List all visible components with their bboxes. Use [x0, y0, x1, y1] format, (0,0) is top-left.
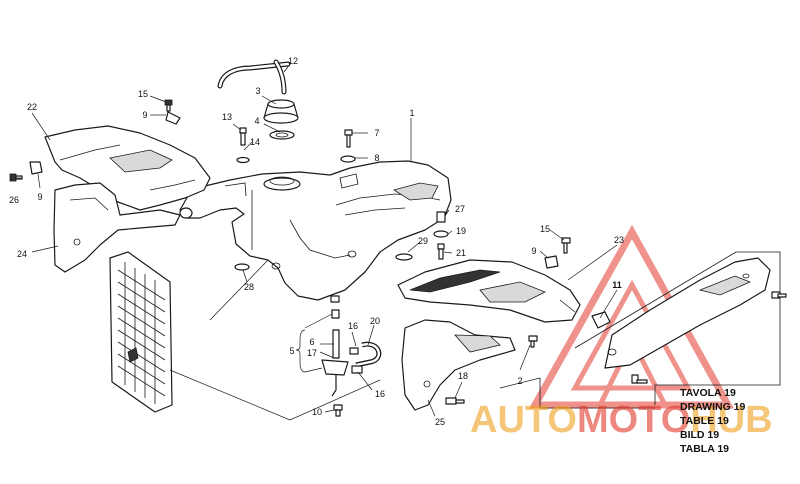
title-bild: BILD 19	[680, 429, 719, 441]
callout-1: 1	[409, 108, 414, 118]
callout-29: 29	[418, 236, 428, 246]
callout-18: 18	[458, 371, 468, 381]
callout-22: 22	[27, 102, 37, 112]
callout-9-b: 9	[37, 192, 42, 202]
callout-27: 27	[455, 204, 465, 214]
title-table: TABLE 19	[680, 415, 729, 427]
callout-15-b: 15	[540, 224, 550, 234]
watermark-part-2: MOTO	[577, 399, 690, 441]
right-shroud-lower	[401, 319, 516, 411]
watermark-part-3: HUB	[690, 399, 772, 441]
callout-14: 14	[250, 137, 260, 147]
svg-text:AUTOMOTOHUB: AUTOMOTOHUB	[470, 399, 773, 441]
callout-2: 2	[517, 376, 522, 386]
callout-9-a: 9	[142, 110, 147, 120]
callout-labels: 1 2 3 4 5 6 7 8 9 9 9 10 11 12 13 14 15 …	[9, 56, 624, 427]
watermark-text: AUTOMOTOHUB	[470, 399, 773, 441]
title-tavola: TAVOLA 19	[680, 387, 736, 399]
right-shroud-upper	[397, 259, 581, 323]
callout-21: 21	[456, 248, 466, 258]
breather-hose	[217, 59, 291, 95]
callout-3: 3	[255, 86, 260, 96]
left-shroud-lower	[53, 182, 181, 273]
bolts-and-washers	[9, 99, 787, 417]
radiator	[109, 251, 173, 413]
callout-15-a: 15	[138, 89, 148, 99]
watermark-part-1: AUTO	[470, 399, 577, 441]
callout-12: 12	[288, 56, 298, 66]
callout-16-a: 16	[348, 321, 358, 331]
callout-25: 25	[435, 417, 445, 427]
callout-17: 17	[307, 348, 317, 358]
callout-28: 28	[244, 282, 254, 292]
callout-16-b: 16	[375, 389, 385, 399]
leader-lines	[15, 63, 618, 421]
callout-20: 20	[370, 316, 380, 326]
fuel-cap	[263, 99, 299, 124]
callout-11: 11	[612, 280, 622, 290]
title-tabla: TABLA 19	[680, 443, 729, 455]
callout-6: 6	[309, 337, 314, 347]
detail-inset	[539, 251, 781, 409]
left-shroud-upper	[44, 125, 211, 211]
callout-9-c: 9	[531, 246, 536, 256]
cap-gasket	[269, 130, 295, 140]
callout-26: 26	[9, 195, 19, 205]
fuel-tank	[179, 160, 452, 301]
callout-8: 8	[374, 153, 379, 163]
callout-4: 4	[254, 116, 259, 126]
title-block: TAVOLA 19 DRAWING 19 TABLE 19 BILD 19 TA…	[680, 387, 746, 455]
callout-7: 7	[374, 128, 379, 138]
callout-24: 24	[17, 249, 27, 259]
callout-19: 19	[456, 226, 466, 236]
fuel-tap-assembly	[321, 295, 382, 397]
callout-10: 10	[312, 407, 322, 417]
callout-13: 13	[222, 112, 232, 122]
callout-23: 23	[614, 235, 624, 245]
callout-5: 5	[289, 346, 294, 356]
title-drawing: DRAWING 19	[680, 401, 746, 413]
